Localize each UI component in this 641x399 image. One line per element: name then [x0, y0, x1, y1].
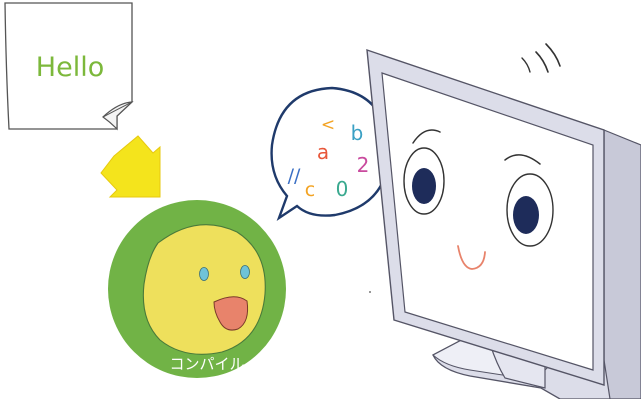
monitor-smile [457, 245, 486, 270]
speech-bubble: < b a 2 // c 0 [270, 86, 392, 222]
symbol-c: c [305, 179, 315, 201]
dot-mark [369, 291, 371, 293]
monitor-left-brow [412, 129, 441, 144]
symbol-2: 2 [357, 153, 370, 177]
symbol-0: 0 [336, 177, 349, 201]
compiler-label: コンパイル [169, 355, 244, 373]
hello-note: Hello [4, 2, 134, 131]
symbol-b: b [351, 121, 364, 145]
monitor-character-icon [366, 43, 641, 399]
compiler-right-eye [240, 265, 250, 279]
monitor-right-brow [504, 154, 541, 165]
symbol-slashes: // [288, 165, 301, 187]
monitor-frame-side [603, 129, 641, 399]
motion-line-2 [545, 43, 561, 67]
note-text: Hello [36, 52, 104, 83]
compiler-face [142, 224, 266, 355]
compiler-character: コンパイル [108, 200, 286, 378]
motion-line-3 [521, 57, 531, 73]
motion-line-1 [535, 51, 549, 73]
monitor-screen [381, 72, 594, 371]
monitor-right-eye [506, 173, 554, 247]
monitor-left-eye [403, 147, 445, 215]
compiler-left-eye [199, 267, 209, 281]
down-right-arrow-icon [100, 135, 161, 198]
note-curl-fold [102, 101, 133, 118]
compiler-mouth [213, 296, 249, 331]
symbol-a: a [317, 140, 329, 164]
symbol-lt: < [321, 115, 335, 135]
